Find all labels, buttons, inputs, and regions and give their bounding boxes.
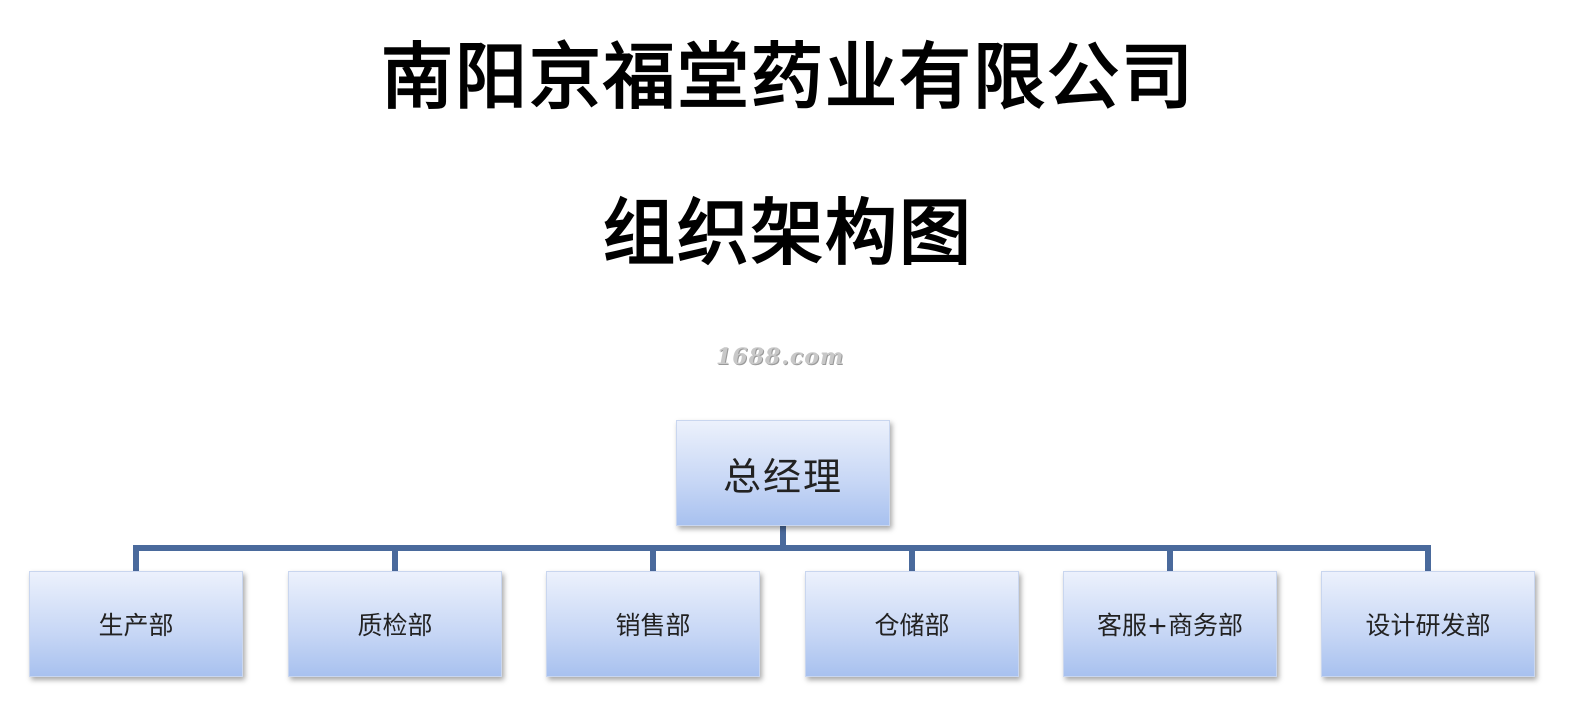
org-node-department: 客服+商务部 bbox=[1063, 571, 1277, 677]
watermark: 1688.com bbox=[716, 344, 845, 370]
org-node-department: 仓储部 bbox=[805, 571, 1019, 677]
chart-title: 组织架构图 bbox=[602, 190, 973, 275]
org-node-department: 销售部 bbox=[546, 571, 760, 677]
company-title: 南阳京福堂药业有限公司 bbox=[380, 34, 1195, 119]
org-node-department: 设计研发部 bbox=[1321, 571, 1535, 677]
org-node-department: 生产部 bbox=[29, 571, 243, 677]
org-node-general-manager: 总经理 bbox=[676, 420, 890, 526]
org-node-department: 质检部 bbox=[288, 571, 502, 677]
